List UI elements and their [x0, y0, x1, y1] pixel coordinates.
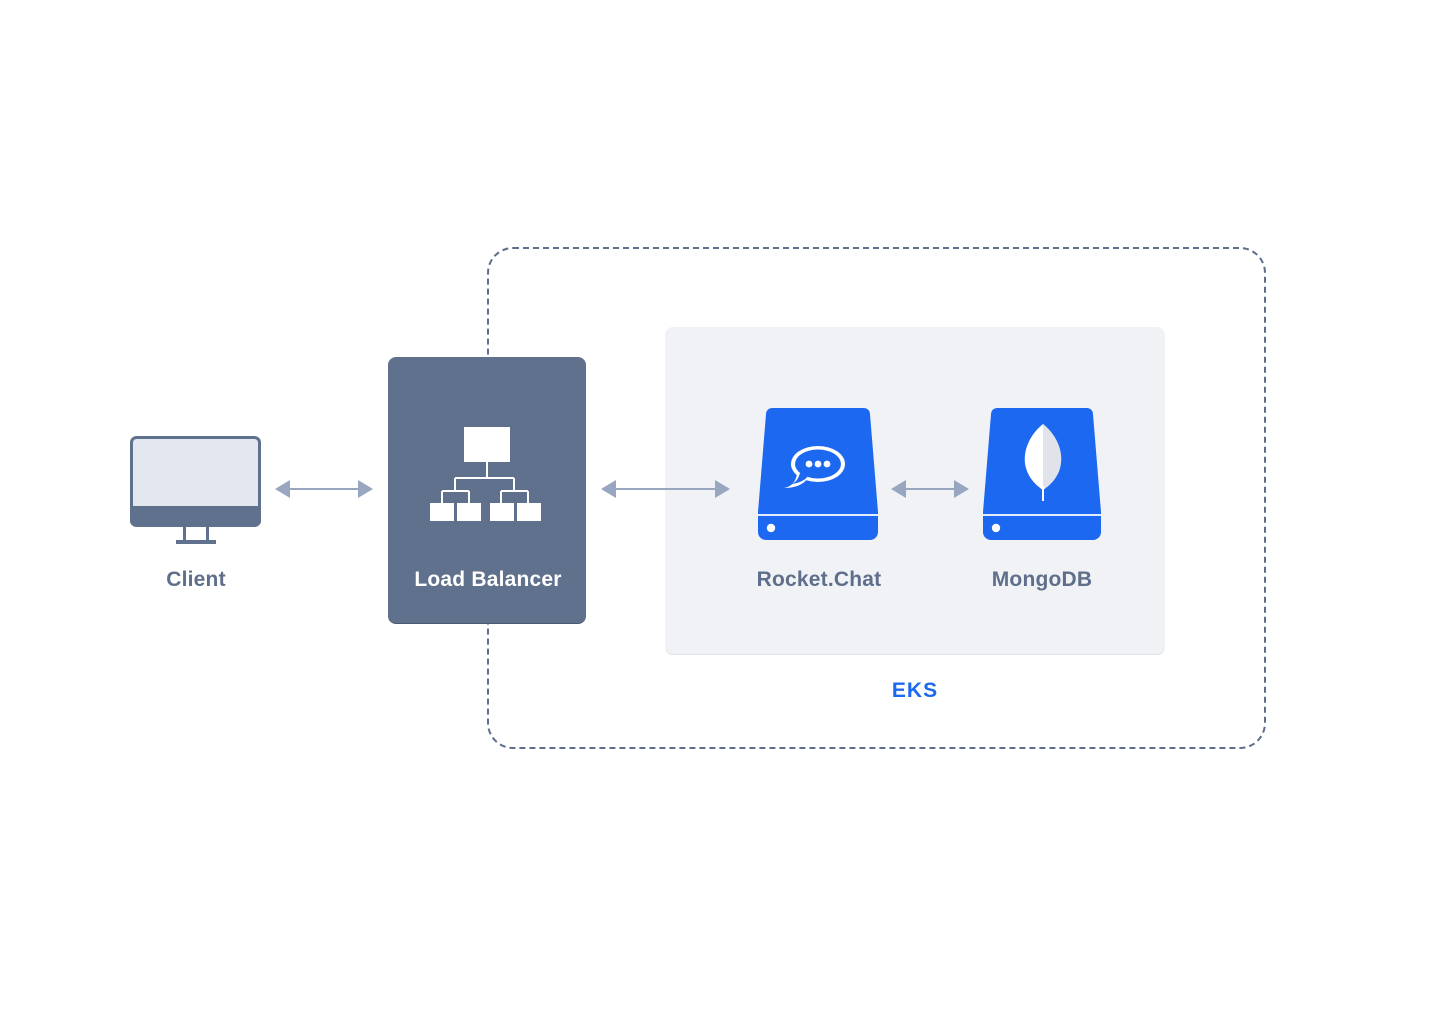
rocketchat-logo-icon — [758, 408, 878, 540]
monitor-icon — [130, 436, 261, 544]
client-label: Client — [166, 568, 226, 591]
eks-group-label: EKS — [891, 679, 939, 702]
rocketchat-label: Rocket.Chat — [756, 568, 882, 591]
mongodb-leaf-icon — [983, 408, 1101, 540]
mongodb-label: MongoDB — [991, 568, 1093, 591]
load-balancer-card — [388, 357, 586, 623]
client-lb-connector-arrow — [275, 480, 373, 498]
lb-rocketchat-connector-arrow — [601, 480, 730, 498]
network-hierarchy-icon — [430, 427, 541, 521]
rocketchat-mongodb-connector-arrow — [891, 480, 969, 498]
load-balancer-label: Load Balancer — [414, 568, 562, 591]
